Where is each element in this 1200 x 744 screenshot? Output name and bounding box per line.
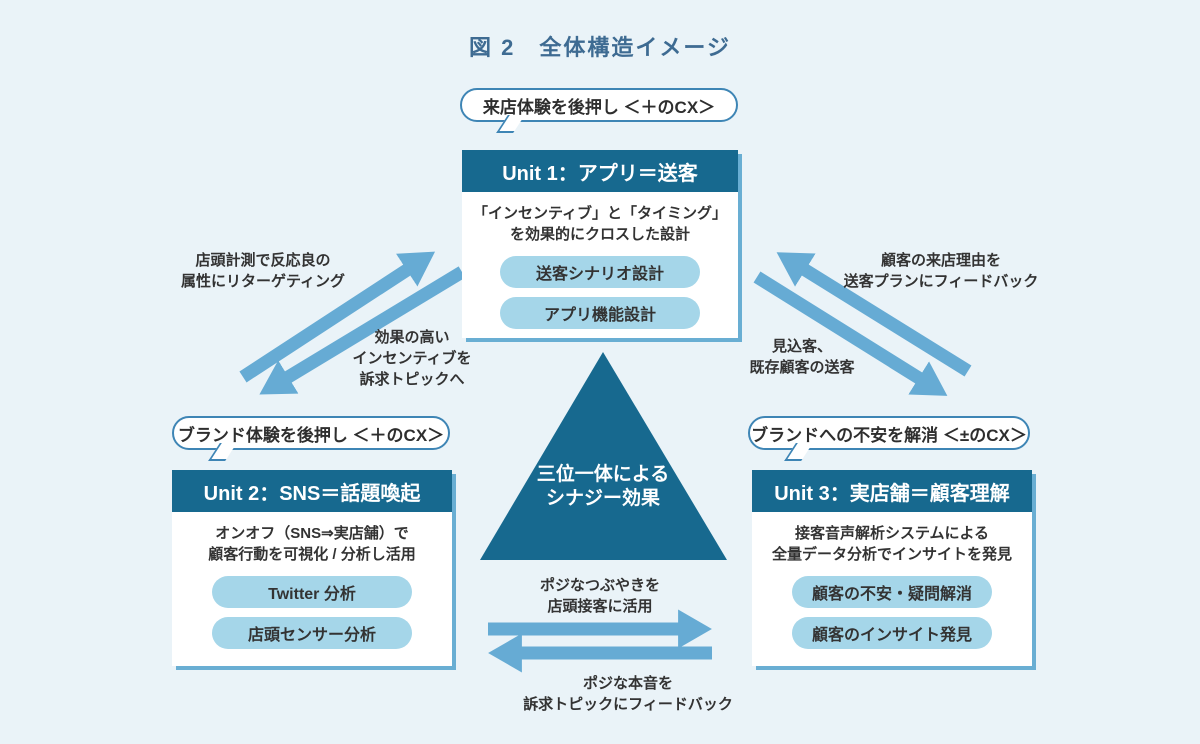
- unit2-pill-2: 店頭センサー分析: [212, 617, 412, 649]
- unit2-card: Unit 2：SNS＝話題喚起 オンオフ（SNS⇒実店舗）で 顧客行動を可視化 …: [172, 470, 452, 666]
- label-incentive-topic: 効果の高い インセンティブを 訴求トピックへ: [352, 329, 472, 388]
- unit3-pill-2: 顧客のインサイト発見: [792, 617, 992, 649]
- unit3-header: Unit 3：実店舗＝顧客理解: [752, 470, 1032, 512]
- unit1-description: 「インセンティブ」と「タイミング」 を効果的にクロスした設計: [472, 205, 728, 243]
- unit2-header: Unit 2：SNS＝話題喚起: [172, 470, 452, 512]
- unit2-description: オンオフ（SNS⇒実店舗）で 顧客行動を可視化 / 分析し活用: [208, 525, 416, 563]
- label-visit-reason-feedback: 顧客の来店理由を 送客プランにフィードバック: [843, 252, 1039, 290]
- unit1-callout-text: 来店体験を後押し ＜＋のCX＞: [482, 97, 716, 117]
- unit2-pill-1: Twitter 分析: [212, 576, 412, 608]
- unit1-pill-1: 送客シナリオ設計: [500, 256, 700, 288]
- unit3-callout-bubble: ブランドへの不安を解消 ＜±のCX＞: [748, 416, 1030, 450]
- synergy-triangle-label: 三位一体による シナジー効果: [536, 464, 670, 509]
- synergy-triangle: [480, 352, 727, 560]
- label-retargeting: 店頭計測で反応良の 属性にリターゲティング: [180, 252, 346, 290]
- unit1-header: Unit 1：アプリ＝送客: [462, 150, 738, 192]
- unit3-body: 接客音声解析システムによる 全量データ分析でインサイトを発見 顧客の不安・疑問解…: [752, 512, 1032, 658]
- unit1-pill-2: アプリ機能設計: [500, 297, 700, 329]
- arrow-unit2-to-unit1: [239, 251, 436, 383]
- unit1-body: 「インセンティブ」と「タイミング」 を効果的にクロスした設計 送客シナリオ設計 …: [462, 192, 738, 338]
- label-positive-tweets: ポジなつぶやきを 店頭接客に活用: [539, 577, 661, 615]
- unit1-callout-bubble: 来店体験を後押し ＜＋のCX＞: [460, 88, 738, 122]
- unit3-card: Unit 3：実店舗＝顧客理解 接客音声解析システムによる 全量データ分析でイン…: [752, 470, 1032, 666]
- unit3-callout-text: ブランドへの不安を解消 ＜±のCX＞: [751, 425, 1027, 445]
- unit2-callout-text: ブランド体験を後押し ＜＋のCX＞: [177, 425, 445, 445]
- unit3-description: 接客音声解析システムによる 全量データ分析でインサイトを発見: [771, 525, 1012, 563]
- label-prospect-sending: 見込客、 既存顧客の送客: [749, 338, 855, 376]
- unit2-body: オンオフ（SNS⇒実店舗）で 顧客行動を可視化 / 分析し活用 Twitter …: [172, 512, 452, 658]
- unit2-callout-bubble: ブランド体験を後押し ＜＋のCX＞: [172, 416, 450, 450]
- unit3-pill-1: 顧客の不安・疑問解消: [792, 576, 992, 608]
- arrow-unit1-to-unit2: [259, 266, 466, 395]
- figure-title: 図 2 全体構造イメージ: [469, 35, 731, 60]
- arrow-unit1-to-unit3: [753, 271, 948, 396]
- label-honest-feedback: ポジな本音を 訴求トピックにフィードバック: [523, 675, 733, 713]
- arrow-unit3-to-unit1: [776, 252, 972, 377]
- unit1-card: Unit 1：アプリ＝送客 「インセンティブ」と「タイミング」 を効果的にクロス…: [462, 150, 738, 338]
